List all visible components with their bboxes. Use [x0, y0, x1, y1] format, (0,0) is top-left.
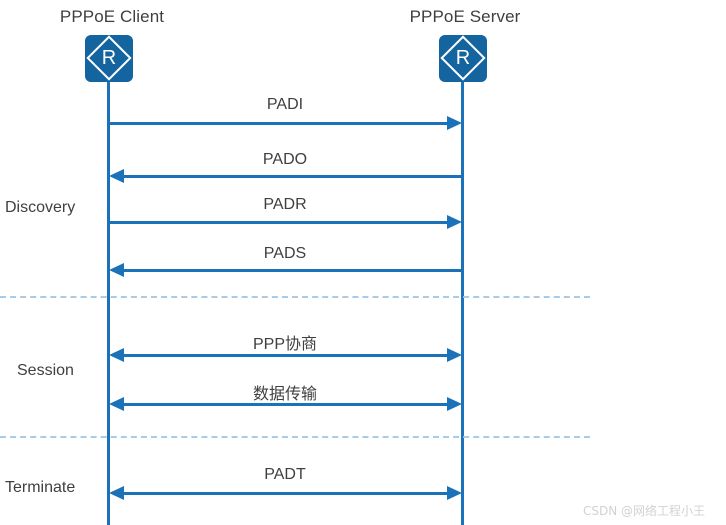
message-label-padt: PADT [264, 466, 306, 483]
message-line-padr [108, 221, 448, 224]
arrow-head-padt-left [109, 486, 124, 500]
message-label-ppp-negotiation: PPP协商 [252, 336, 318, 353]
watermark: CSDN @网络工程小王 [583, 504, 706, 518]
message-label-padr: PADR [263, 196, 307, 213]
phase-label-session: Session [17, 362, 74, 379]
message-line-pads [123, 269, 463, 272]
arrow-head-pado-left [109, 169, 124, 183]
arrow-head-data-transfer-right [447, 397, 462, 411]
actor-label-client: PPPoE Client [59, 7, 165, 26]
router-icon-server: R [439, 35, 487, 82]
message-label-pado: PADO [262, 151, 308, 168]
arrow-head-padi-right [447, 116, 462, 130]
phase-label-terminate: Terminate [5, 479, 76, 496]
message-line-pado [123, 175, 463, 178]
arrow-head-ppp-negotiation-left [109, 348, 124, 362]
phase-separator-discovery-session [0, 296, 590, 298]
message-label-padi: PADI [266, 96, 304, 113]
arrow-head-ppp-negotiation-right [447, 348, 462, 362]
arrow-head-pads-left [109, 263, 124, 277]
message-line-data-transfer [123, 403, 448, 406]
router-letter-client: R [101, 47, 117, 69]
arrow-head-padr-right [447, 215, 462, 229]
message-line-padi [108, 122, 448, 125]
message-line-ppp-negotiation [123, 354, 448, 357]
arrow-head-data-transfer-left [109, 397, 124, 411]
lifeline-client [107, 82, 110, 525]
router-icon-client: R [85, 35, 133, 82]
router-letter-server: R [455, 47, 471, 69]
arrow-head-padt-right [447, 486, 462, 500]
message-line-padt [123, 492, 448, 495]
message-label-pads: PADS [263, 245, 307, 262]
phase-label-discovery: Discovery [5, 199, 76, 216]
lifeline-server [461, 82, 464, 525]
actor-label-server: PPPoE Server [409, 7, 521, 26]
message-label-data-transfer: 数据传输 [252, 386, 317, 403]
phase-separator-session-terminate [0, 436, 590, 438]
